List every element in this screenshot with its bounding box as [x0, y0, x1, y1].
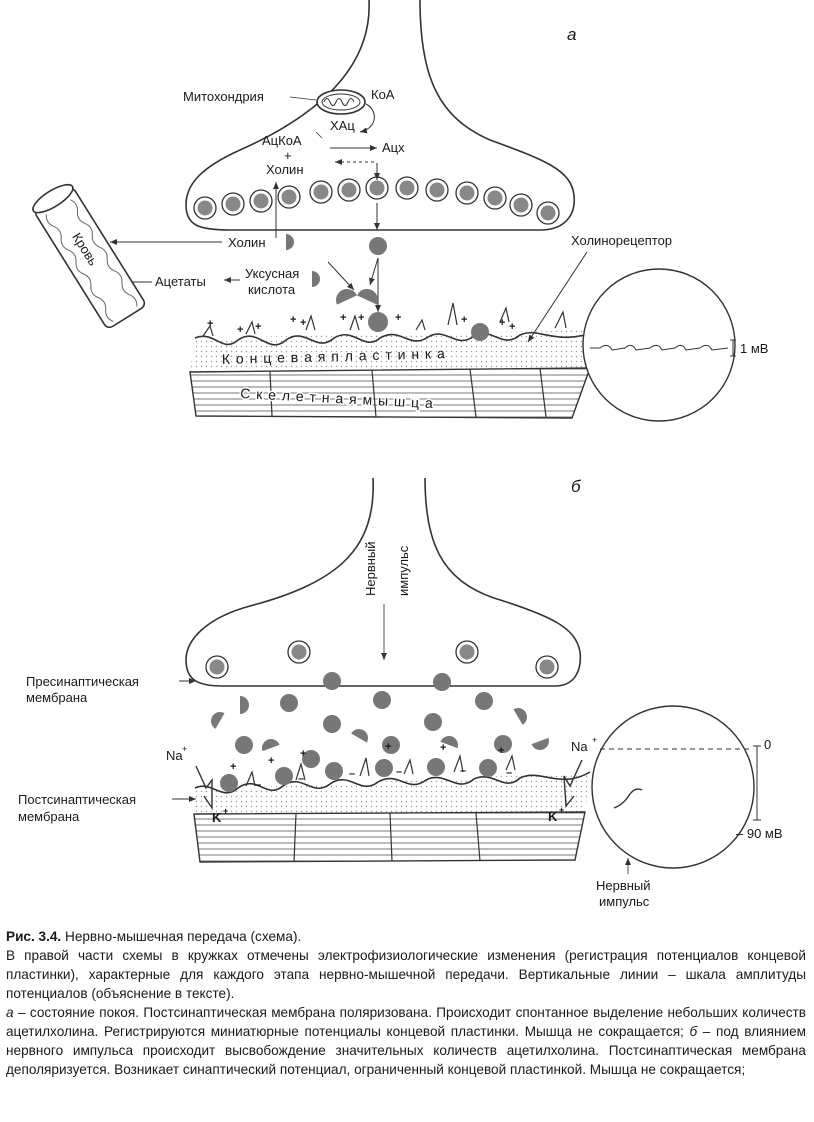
svg-text:+: +: [592, 735, 597, 745]
plus-label: +: [284, 148, 292, 163]
svg-text:–: –: [460, 765, 466, 777]
vesicle-row-b: [205, 640, 559, 679]
minus-90-mv-label: – 90 мВ: [736, 826, 783, 841]
coa-label: КоА: [371, 87, 395, 102]
na-label-left: Na: [166, 748, 183, 763]
svg-text:–: –: [349, 768, 355, 780]
svg-text:+: +: [268, 755, 274, 767]
acetates-label: Ацетаты: [155, 274, 206, 289]
choline-molecule: [286, 234, 294, 250]
svg-text:+: +: [255, 321, 261, 333]
presynaptic-label-2: мембрана: [26, 690, 88, 705]
end-plate-label: К о н ц е в а я п л а с т и н к а: [222, 345, 446, 367]
caption-a-text: – состояние покоя. Постсинаптическая мем…: [6, 1005, 806, 1039]
svg-text:+: +: [440, 742, 446, 754]
chat-label: ХАц: [330, 118, 355, 133]
recording-circle-b: 0 – 90 мВ: [591, 705, 783, 869]
mitochondria-label: Митохондрия: [183, 89, 264, 104]
released-ach-b: [211, 672, 549, 768]
choline-label: Холин: [228, 235, 266, 250]
svg-text:+: +: [300, 317, 306, 329]
figure-number: Рис. 3.4.: [6, 929, 62, 944]
svg-text:+: +: [498, 745, 504, 757]
blood-vessel: Кровь: [32, 183, 146, 329]
skeletal-muscle-a: С к е л е т н а я м ы ш ц а С к е л е т …: [189, 367, 591, 419]
svg-text:+: +: [358, 312, 364, 324]
vesicle-row-a: [193, 176, 560, 225]
acetic-acid-molecule: [312, 271, 320, 287]
svg-text:+: +: [300, 748, 306, 760]
panel-a-letter: а: [567, 25, 576, 44]
end-plate-b: + + + + + + – – – – – –: [194, 741, 591, 814]
caption-b-text: – под влиянием нервного импульса происхо…: [6, 1024, 806, 1077]
svg-text:+: +: [223, 806, 228, 816]
panel-b-letter: б: [571, 477, 582, 496]
k-label-left: K: [212, 810, 222, 825]
scale-1mv-label: 1 мВ: [740, 341, 768, 356]
svg-text:–: –: [396, 766, 402, 778]
svg-text:+: +: [340, 312, 346, 324]
choline-top-label: Холин: [266, 162, 304, 177]
impulse-label-1: Нервный: [363, 541, 378, 596]
svg-text:+: +: [385, 741, 391, 753]
presynaptic-terminal-a: [185, 0, 575, 231]
skeletal-muscle-b: [193, 811, 586, 863]
postsynaptic-label-1: Постсинаптическая: [18, 792, 136, 807]
svg-text:+: +: [509, 321, 515, 333]
svg-text:–: –: [255, 779, 261, 791]
caption-paragraph-1: В правой части схемы в кружках отмечены …: [6, 948, 806, 1001]
bottom-impulse-label-1: Нервный: [596, 878, 651, 893]
na-label-right: Na: [571, 739, 588, 754]
ach-molecule: [369, 237, 387, 255]
caption-a-marker: а: [6, 1005, 14, 1020]
caption-paragraph-2: а – состояние покоя. Постсинаптическая м…: [6, 1003, 806, 1079]
presynaptic-label-1: Пресинаптическая: [26, 674, 139, 689]
ion-flow-left: Na + K +: [166, 744, 228, 825]
svg-text:+: +: [290, 314, 296, 326]
zero-mv-label: 0: [764, 737, 771, 752]
ion-flow-right: Na + K +: [548, 735, 597, 824]
recording-circle-a: 1 мВ: [582, 268, 768, 422]
svg-text:–: –: [298, 773, 304, 785]
caption-b-marker: б: [689, 1024, 698, 1039]
svg-text:–: –: [506, 767, 512, 779]
acetic-acid-label-2: кислота: [248, 282, 296, 297]
svg-text:+: +: [461, 314, 467, 326]
presynaptic-terminal-b: [185, 477, 582, 687]
svg-text:+: +: [559, 805, 564, 815]
svg-text:+: +: [499, 317, 505, 329]
k-label-right: K: [548, 809, 558, 824]
figure-caption: Рис. 3.4. Нервно-мышечная передача (схем…: [6, 927, 806, 1079]
bottom-impulse-label-2: импульс: [599, 894, 650, 909]
svg-text:+: +: [230, 761, 236, 773]
svg-text:+: +: [182, 744, 187, 754]
end-plate-a: + + + + + + + + + + + К о н ц е в а я п …: [190, 302, 601, 372]
cholinoreceptor-label: Холинорецептор: [571, 233, 672, 248]
svg-text:+: +: [237, 324, 243, 336]
figure-title: Нервно-мышечная передача (схема).: [61, 929, 302, 944]
acetic-acid-label-1: Уксусная: [245, 266, 299, 281]
mitochondrion-icon: [316, 89, 366, 115]
acetyl-coa-label: АцКоА: [262, 133, 302, 148]
impulse-label-2: импульс: [396, 545, 411, 596]
svg-text:+: +: [207, 318, 213, 330]
caption-title: Рис. 3.4. Нервно-мышечная передача (схем…: [6, 927, 806, 946]
postsynaptic-label-2: мембрана: [18, 809, 80, 824]
ach-label: Ацх: [382, 140, 405, 155]
svg-text:+: +: [395, 312, 401, 324]
